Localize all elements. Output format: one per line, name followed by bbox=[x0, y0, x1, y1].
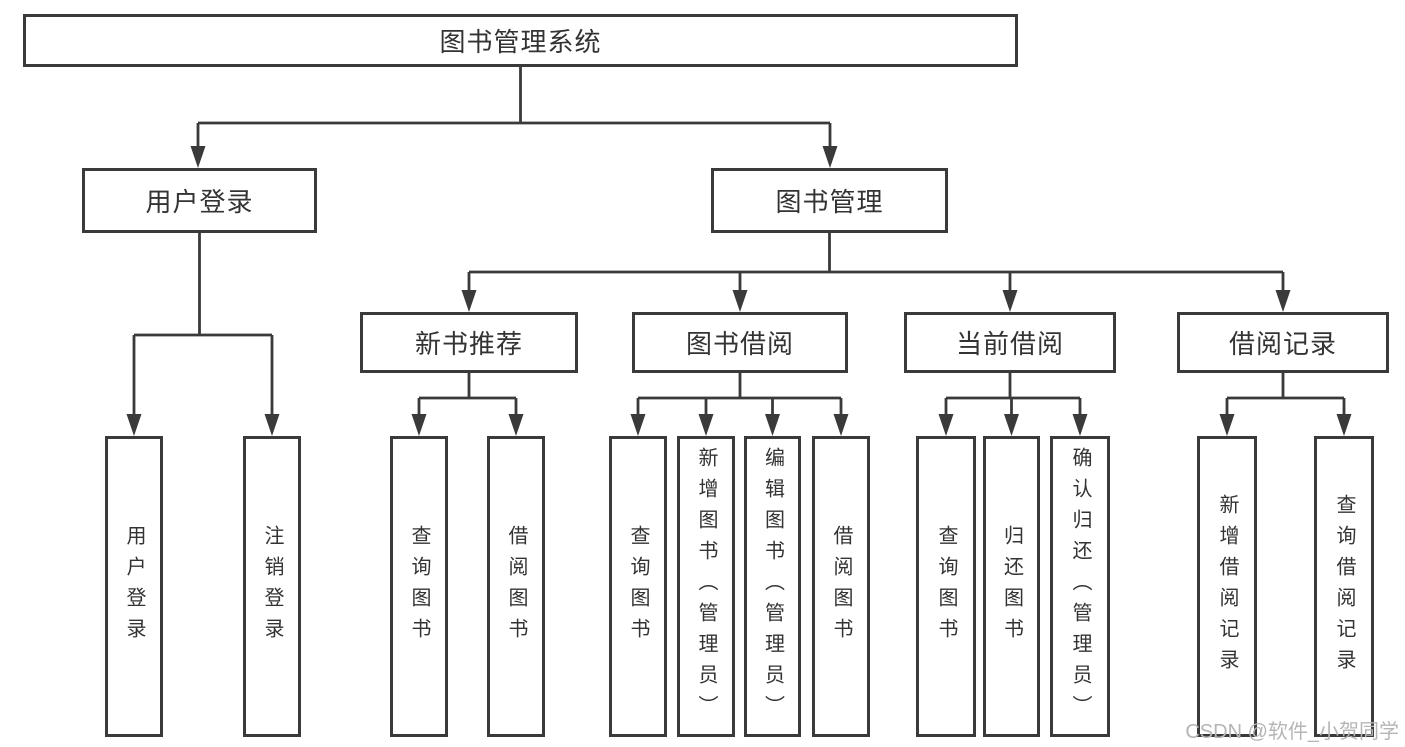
node-label: 图书管理 bbox=[775, 187, 884, 217]
leaf-add-books-admin: 新增图书（管理员） bbox=[677, 436, 735, 737]
connector-borrow-records-to-leaves bbox=[1225, 372, 1346, 418]
connector-root-to-level2 bbox=[196, 66, 832, 150]
node-user-login: 用户登录 bbox=[82, 168, 317, 233]
leaf-label: 查询图书 bbox=[627, 524, 649, 649]
node-label: 当前借阅 bbox=[955, 329, 1064, 359]
leaf-add-borrow-record: 新增借阅记录 bbox=[1197, 436, 1257, 737]
leaf-label: 编辑图书（管理员） bbox=[761, 447, 784, 726]
node-label: 借阅记录 bbox=[1228, 329, 1337, 359]
connector-user-login-to-leaves bbox=[132, 233, 274, 418]
node-label: 图书管理系统 bbox=[439, 27, 602, 57]
leaf-label: 借阅图书 bbox=[830, 524, 852, 649]
node-borrowing-records: 借阅记录 bbox=[1177, 312, 1389, 373]
node-label: 新书推荐 bbox=[414, 329, 523, 359]
leaf-label: 归还图书 bbox=[1000, 524, 1023, 649]
leaf-label: 新增借阅记录 bbox=[1216, 493, 1238, 680]
leaf-user-login: 用户登录 bbox=[105, 436, 163, 737]
node-current-borrowing: 当前借阅 bbox=[904, 312, 1116, 373]
connector-current-borrow-to-leaves bbox=[944, 372, 1082, 418]
leaf-label: 用户登录 bbox=[123, 524, 145, 649]
leaf-label: 查询图书 bbox=[935, 524, 957, 649]
leaf-label: 新增图书（管理员） bbox=[695, 447, 717, 726]
node-label: 用户登录 bbox=[145, 187, 254, 217]
connector-book-management-to-level3 bbox=[467, 233, 1285, 294]
leaf-edit-books-admin: 编辑图书（管理员） bbox=[744, 436, 801, 737]
leaf-query-books-recommend: 查询图书 bbox=[390, 436, 448, 737]
leaf-logout-login: 注销登录 bbox=[243, 436, 301, 737]
leaf-borrow-books-recommend: 借阅图书 bbox=[487, 436, 545, 737]
leaf-query-borrow-record: 查询借阅记录 bbox=[1314, 436, 1374, 737]
node-book-borrowing: 图书借阅 bbox=[632, 312, 848, 373]
watermark: CSDN @软件_小贺同学 bbox=[1185, 721, 1399, 743]
leaf-query-books-current: 查询图书 bbox=[916, 436, 976, 737]
leaf-label: 注销登录 bbox=[261, 524, 283, 649]
connector-book-borrow-to-leaves bbox=[636, 372, 843, 418]
connector-new-book-to-leaves bbox=[417, 372, 518, 418]
leaf-label: 借阅图书 bbox=[505, 524, 527, 649]
node-new-book-recommendation: 新书推荐 bbox=[360, 312, 578, 373]
leaf-borrow-books: 借阅图书 bbox=[812, 436, 870, 737]
node-label: 图书借阅 bbox=[685, 329, 794, 359]
leaf-return-books: 归还图书 bbox=[983, 436, 1040, 737]
node-book-management: 图书管理 bbox=[711, 168, 948, 233]
arrowhead-icons bbox=[126, 146, 1352, 436]
leaf-confirm-return-admin: 确认归还（管理员） bbox=[1050, 436, 1110, 737]
leaf-label: 查询图书 bbox=[408, 524, 430, 649]
leaf-label: 确认归还（管理员） bbox=[1069, 447, 1091, 726]
leaf-query-books-borrowing: 查询图书 bbox=[609, 436, 667, 737]
node-library-management-system: 图书管理系统 bbox=[23, 14, 1018, 67]
leaf-label: 查询借阅记录 bbox=[1333, 493, 1355, 680]
